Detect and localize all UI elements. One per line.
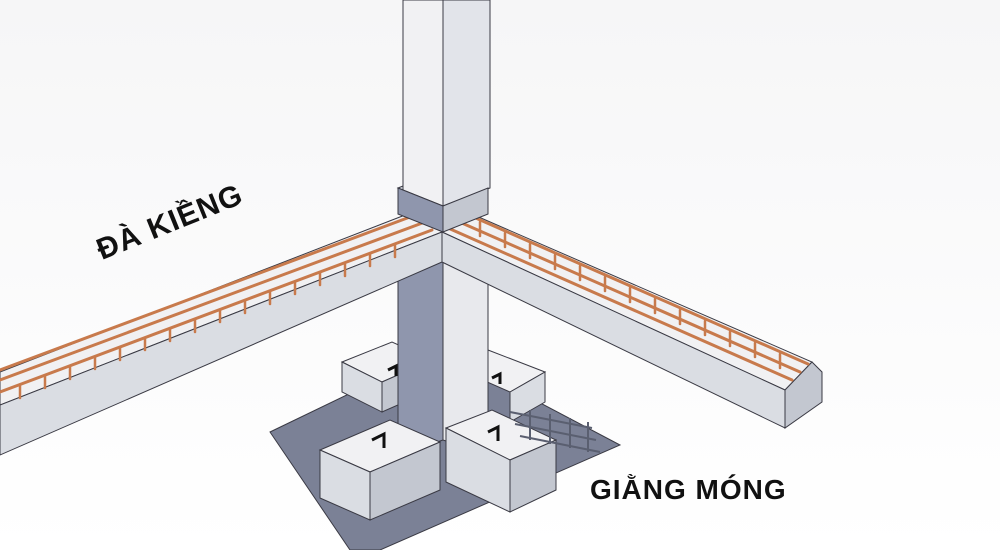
- rebar-cage-right: [446, 210, 810, 382]
- footing-block-front-left: [318, 419, 442, 521]
- foundation-beam-label: GIẰNG MÓNG: [590, 474, 787, 505]
- foundation-rebar-stub: [509, 410, 601, 453]
- rebar-cage-left: [0, 212, 434, 400]
- column-upper: [396, 0, 491, 233]
- footing-block-front-right: [444, 409, 558, 513]
